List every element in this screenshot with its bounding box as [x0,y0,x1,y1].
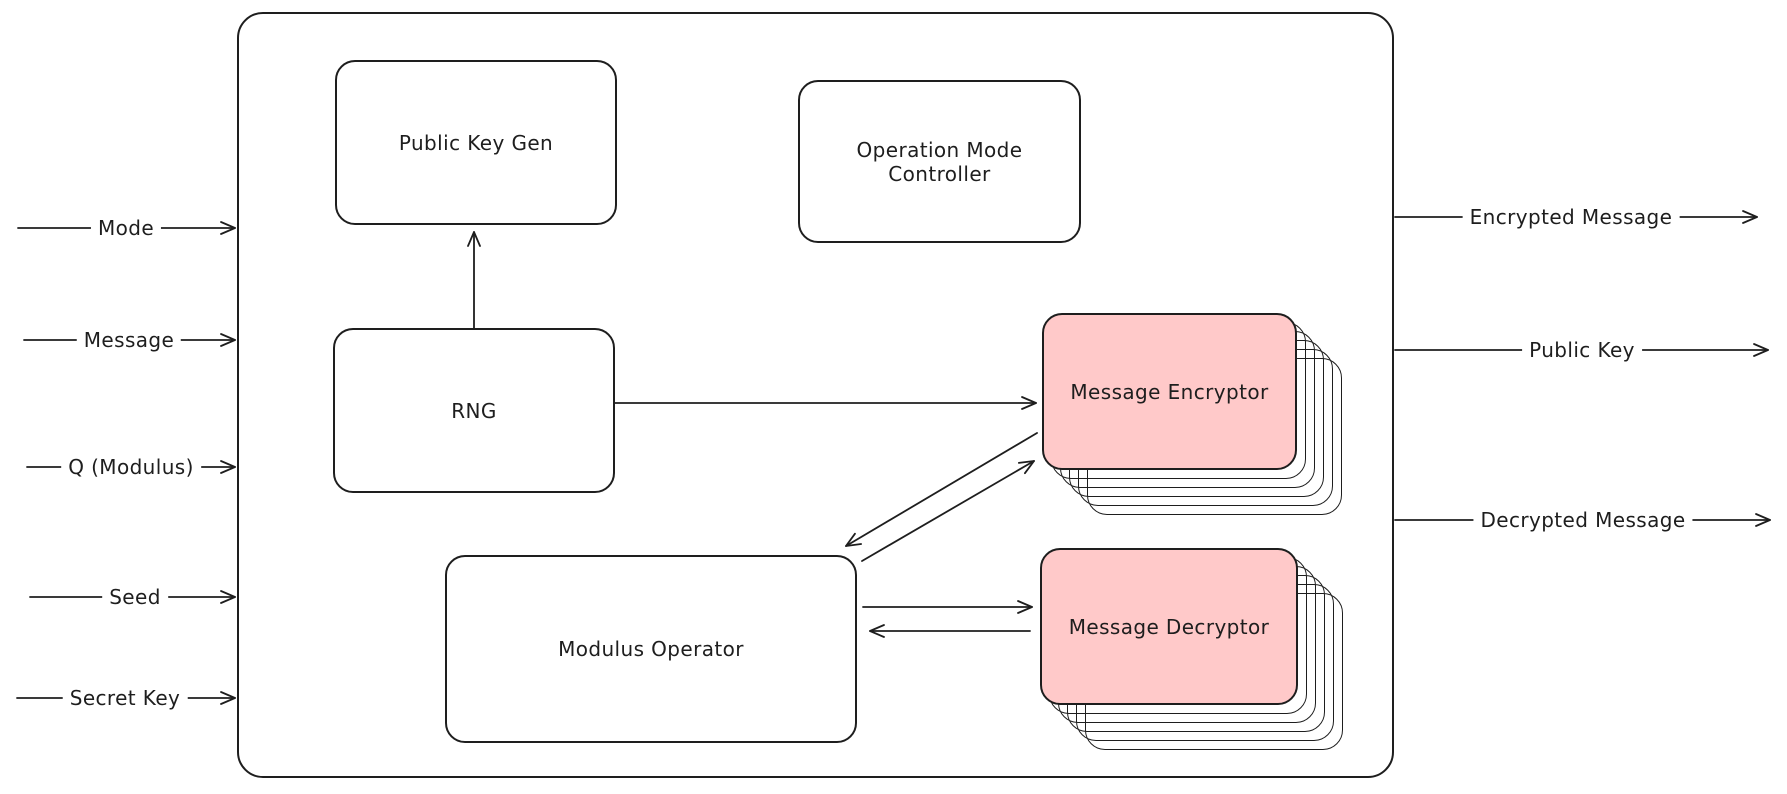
rng-label: RNG [451,398,497,423]
public-key-gen-label: Public Key Gen [398,130,554,155]
arrow-message-encryptor-to-modulus-operator [845,432,1038,547]
output-label-public-key: Public Key [1522,338,1642,362]
operation-mode-controller-box: Operation Mode Controller [798,80,1081,243]
output-label-decrypted-message: Decrypted Message [1473,508,1693,532]
message-encryptor-label: Message Encryptor [1070,379,1269,404]
output-label-encrypted-message: Encrypted Message [1462,205,1680,229]
system-boundary-box [237,12,1394,778]
input-label-seed: Seed [102,585,168,609]
public-key-gen-box: Public Key Gen [335,60,617,225]
input-label-q-modulus: Q (Modulus) [61,455,201,479]
input-label-message: Message [76,328,182,352]
input-label-secret-key: Secret Key [62,686,188,710]
modulus-operator-label: Modulus Operator [558,637,744,661]
message-decryptor-label: Message Decryptor [1068,614,1270,639]
message-encryptor-stack: Message Encryptor [1042,313,1342,515]
message-decryptor-stack: Message Decryptor [1040,548,1343,750]
rng-box: RNG [333,328,615,493]
input-label-mode: Mode [90,216,162,240]
arrow-modulus-operator-to-message-encryptor [861,460,1035,562]
modulus-operator-box: Modulus Operator [445,555,857,743]
message-decryptor-box: Message Decryptor [1040,548,1298,705]
message-encryptor-box: Message Encryptor [1042,313,1297,470]
operation-mode-controller-label: Operation Mode Controller [856,137,1023,186]
